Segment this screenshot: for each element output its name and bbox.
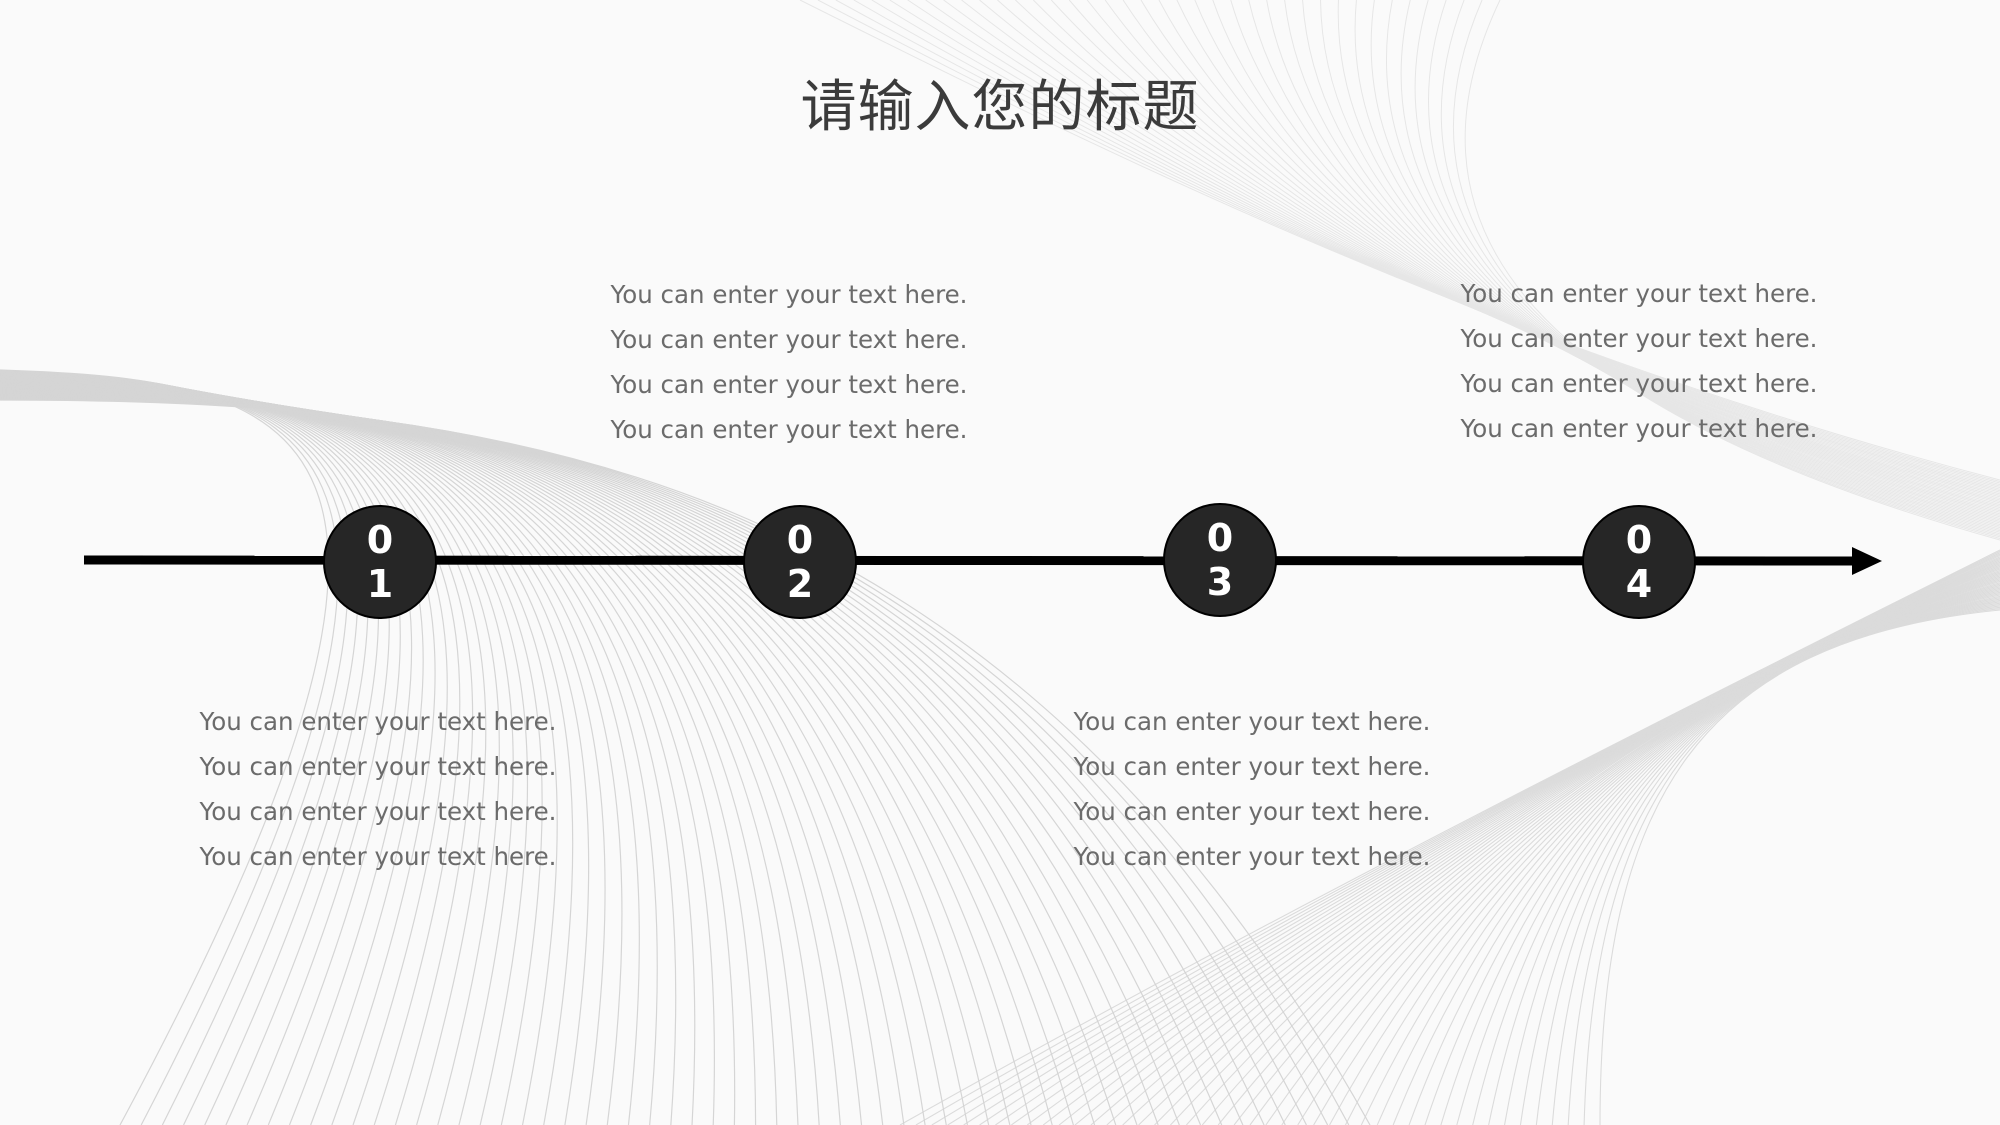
text-line: You can enter your text here. <box>1073 797 1431 826</box>
node-digit: 3 <box>1206 560 1234 604</box>
node-digit: 1 <box>366 562 394 606</box>
node-04-text: You can enter your text here. You can en… <box>1429 271 1849 451</box>
text-line: You can enter your text here. <box>1073 707 1431 736</box>
text-line: You can enter your text here. <box>199 797 557 826</box>
text-line: You can enter your text here. <box>610 415 968 444</box>
timeline-node-02: 0 2 <box>743 505 857 619</box>
timeline-node-04: 0 4 <box>1582 505 1696 619</box>
node-03-text: You can enter your text here. You can en… <box>1042 699 1462 879</box>
node-digit: 0 <box>1625 518 1653 562</box>
node-digit: 0 <box>1206 516 1234 560</box>
text-line: You can enter your text here. <box>610 280 968 309</box>
text-line: You can enter your text here. <box>199 707 557 736</box>
text-line: You can enter your text here. <box>199 752 557 781</box>
text-line: You can enter your text here. <box>1460 279 1818 308</box>
timeline-node-03: 0 3 <box>1163 503 1277 617</box>
text-line: You can enter your text here. <box>1073 752 1431 781</box>
text-line: You can enter your text here. <box>610 325 968 354</box>
timeline-node-01: 0 1 <box>323 505 437 619</box>
node-digit: 0 <box>366 518 394 562</box>
node-digit: 4 <box>1625 562 1653 606</box>
page-title: 请输入您的标题 <box>800 75 1200 140</box>
text-line: You can enter your text here. <box>1073 842 1431 871</box>
node-digit: 2 <box>786 562 814 606</box>
node-digit: 0 <box>786 518 814 562</box>
node-01-text: You can enter your text here. You can en… <box>168 699 588 879</box>
text-line: You can enter your text here. <box>610 370 968 399</box>
node-02-text: You can enter your text here. You can en… <box>579 272 999 452</box>
text-line: You can enter your text here. <box>1460 414 1818 443</box>
text-line: You can enter your text here. <box>1460 324 1818 353</box>
text-line: You can enter your text here. <box>1460 369 1818 398</box>
text-line: You can enter your text here. <box>199 842 557 871</box>
arrowhead-icon <box>1852 547 1882 575</box>
